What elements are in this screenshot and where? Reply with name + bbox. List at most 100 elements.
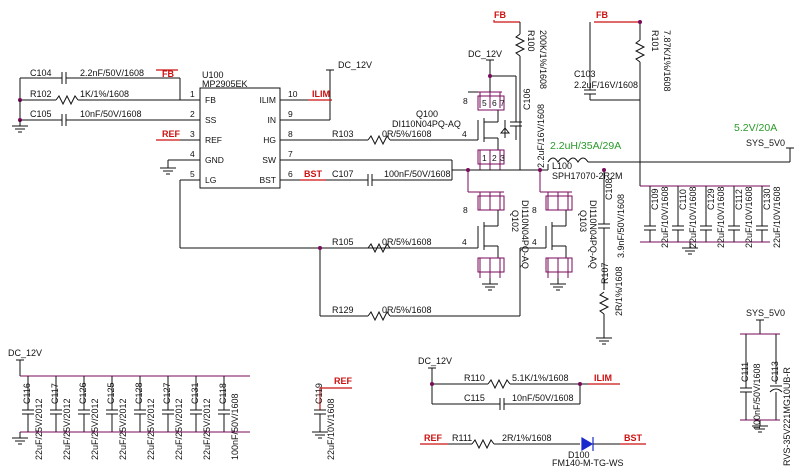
output-cap-ref: C129	[706, 188, 716, 210]
r103-value: 0R/5%/1608	[382, 129, 432, 139]
r101-value: 7.87K/1%/1608	[662, 30, 672, 92]
input-cap-value: 22uF/25V/2012	[34, 398, 44, 460]
ic-pin-name: BST	[259, 175, 276, 185]
c108-value: 3.9nF/50V/1608	[616, 194, 626, 258]
r107-ref: R107	[600, 262, 610, 284]
ground-symbol	[682, 242, 698, 255]
net-ilim-label: ILIM	[312, 89, 330, 99]
q103-ref: Q103	[578, 210, 588, 232]
ground-symbol	[482, 278, 498, 291]
ic-pin-name: FB	[205, 95, 216, 105]
net-ilim-label: ILIM	[594, 373, 612, 383]
r100-value: 200K/1%/1608	[538, 30, 548, 89]
ground-symbol	[160, 159, 180, 175]
r102-ref: R102	[30, 89, 52, 99]
input-cap-value: 100nF/50V/1608	[230, 393, 240, 460]
dc12v-label: DC_12V	[338, 60, 372, 70]
output-cap-value: 22uF/10V/1608	[744, 186, 754, 248]
c108-capacitor: C108 3.9nF/50V/1608	[598, 168, 626, 290]
input-capacitor: C116 22uF/25V/2012	[22, 376, 44, 460]
input-cap-ref: C125	[106, 382, 116, 404]
input-capacitor: C118 100nF/50V/1608	[218, 376, 240, 460]
ic-pin-num: 7	[288, 149, 293, 159]
r111-value: 2R/1%/1608	[502, 433, 552, 443]
q103-value: DI110N04PQ-AQ	[588, 200, 598, 269]
mosfet-pin: 7	[500, 98, 505, 108]
r110-value: 5.1K/1%/1608	[512, 373, 569, 383]
dc12v-net-ilim: DC_12V	[418, 356, 452, 404]
output-cap-ref: C130	[762, 188, 772, 210]
l100-value: SPH17070-2R2M	[552, 171, 623, 181]
net-bst-label: BST	[304, 169, 323, 179]
input-cap-value: 22uF/25V/2012	[174, 398, 184, 460]
c103-capacitor: C103 2.2uF/16V/1608	[574, 22, 640, 101]
ic-pin-name: ILIM	[259, 95, 276, 105]
output-capacitor-bank: C109 22uF/10V/1608 C110 22uF/10V/1608 C1…	[639, 162, 782, 255]
mosfet-pin: 8	[463, 205, 468, 215]
q103-mosfet: 8 4 Q103 DI110N04PQ-AQ	[520, 191, 598, 278]
sys5v0-net-out: SYS_5V0	[746, 138, 794, 162]
ic-pin-num: 9	[288, 109, 293, 119]
c107-value: 100nF/50V/1608	[384, 169, 451, 179]
c106-ref: C106	[522, 88, 532, 110]
output-cap-value: 22uF/10V/1608	[716, 186, 726, 248]
c119-ref: C119	[314, 383, 324, 404]
r105-ref: R105	[332, 237, 354, 247]
r103-ref: R103	[332, 129, 354, 139]
c105-value: 10nF/50V/1608	[80, 109, 142, 119]
c115-capacitor: C115 10nF/50V/1608	[432, 382, 582, 410]
net-fb-label: FB	[596, 10, 608, 20]
ic-pin-name: GND	[205, 155, 224, 165]
ic-pin-num: 10	[288, 89, 298, 99]
r102-value: 1K/1%/1608	[80, 89, 129, 99]
input-cap-value: 22uF/25V/2012	[118, 398, 128, 460]
input-cap-value: 22uF/25V/2012	[202, 398, 212, 460]
c105-capacitor: C105 10nF/50V/1608	[18, 100, 180, 126]
ic-pin-name: HG	[263, 135, 276, 145]
mosfet-pin: 4	[532, 237, 537, 247]
c105-ref: C105	[30, 109, 52, 119]
r129-resistor: R129 0R/5%/1608	[318, 246, 521, 322]
input-cap-value: 22uF/25V/2012	[90, 398, 100, 460]
q102-value: DI110N04PQ-AQ	[520, 200, 530, 269]
mosfet-pin: 8	[532, 205, 537, 215]
c119-value: 22uF/10V/1608	[326, 398, 336, 460]
ground-symbol	[752, 420, 768, 433]
ground-symbol	[312, 431, 328, 439]
ic-pin-num: 8	[288, 129, 293, 139]
q102-mosfet: 8 4 Q102 DI110N04PQ-AQ	[320, 191, 530, 278]
input-cap-ref: C128	[134, 382, 144, 404]
r110-ref: R110	[464, 373, 485, 383]
ic-part: MP2905EK	[202, 79, 248, 89]
output-cap-value: 22uF/10V/1608	[688, 186, 698, 248]
r100-resistor: R100 200K/1%/1608	[514, 22, 548, 170]
output-cap-ref: C110	[678, 189, 688, 210]
ic-pin-name: LG	[205, 175, 216, 185]
d100-value: FM140-M-TG-WS	[552, 458, 624, 468]
output-capacitor: C110 22uF/10V/1608	[672, 186, 698, 248]
c108-ref: C108	[604, 178, 614, 200]
dc12v-label: DC_12V	[468, 49, 502, 59]
r111-ref: R111	[452, 433, 472, 443]
ground-symbol	[596, 334, 612, 345]
r102-resistor: R102 1K/1%/1608	[18, 78, 200, 106]
dc12v-label: DC_12V	[8, 348, 42, 358]
input-cap-value: 22uF/25V/2012	[62, 398, 72, 460]
net-fb-label: FB	[162, 69, 174, 79]
input-capacitor: C125 22uF/25V/2012	[106, 376, 128, 460]
c107-ref: C107	[332, 169, 354, 179]
q100-value: DI110N04PQ-AQ	[392, 119, 461, 129]
net-ref-label: REF	[334, 376, 353, 386]
ground-symbol	[12, 432, 28, 445]
net-fb-label: FB	[494, 10, 506, 20]
sys5v0-label: SYS_5V0	[746, 308, 785, 318]
d100-ref: D100	[568, 450, 590, 460]
q102-ref: Q102	[510, 210, 520, 232]
c103-value: 2.2uF/16V/1608	[574, 80, 638, 90]
r107-resistor: R107 2R/1%/1608	[598, 262, 624, 334]
c115-value: 10nF/50V/1608	[512, 393, 574, 403]
input-cap-ref: C117	[50, 383, 60, 404]
input-cap-ref: C116	[22, 383, 32, 404]
q100-ref: Q100	[416, 109, 438, 119]
